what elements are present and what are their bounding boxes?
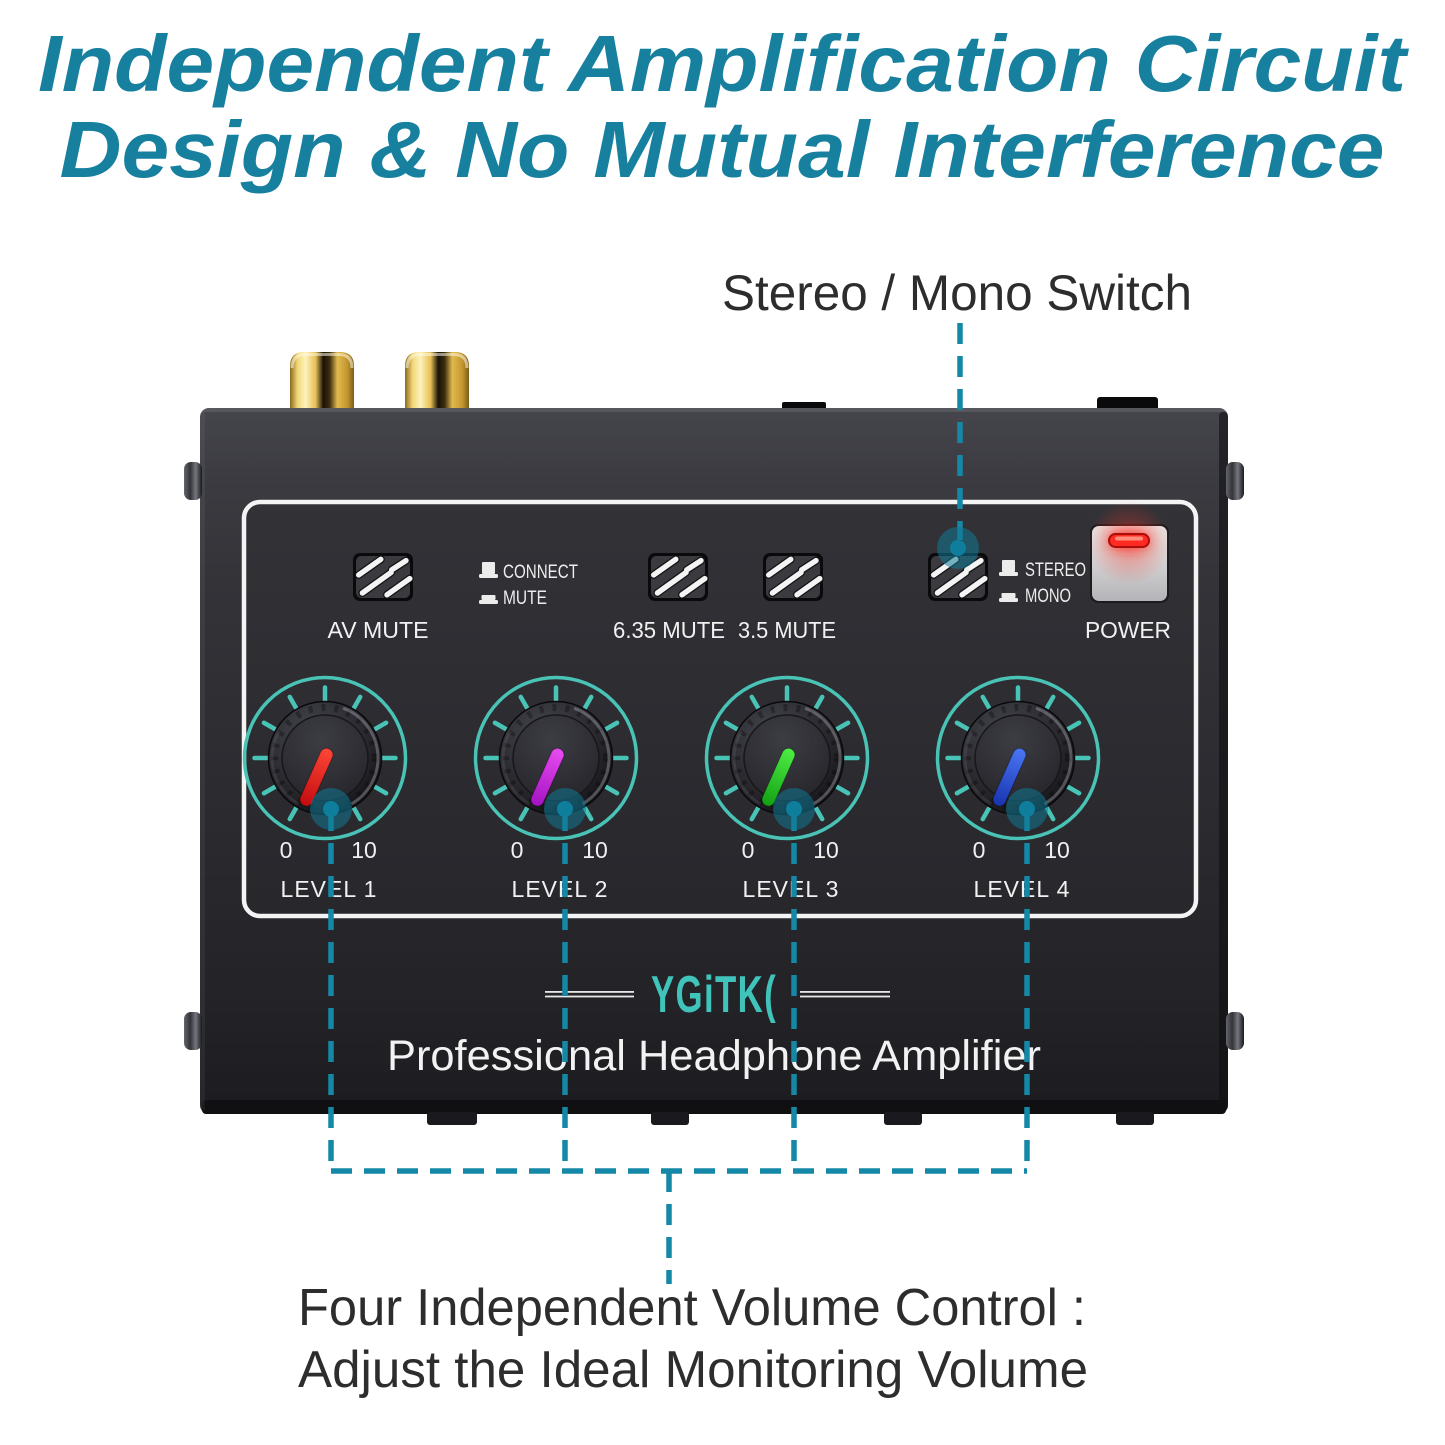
mono-icon <box>999 593 1018 602</box>
side-jack-nut <box>184 1012 202 1050</box>
headphone-amplifier: CONNECT MUTE STEREO MONO AV MUTE 6.35 MU… <box>184 352 1244 1125</box>
level-4-pointer <box>992 747 1027 807</box>
brand-text: YGiTK( <box>651 966 777 1024</box>
level-4-label: LEVEL 4 <box>974 876 1071 902</box>
brand-logo: YGiTK( <box>545 966 890 1024</box>
mute-35-label: 3.5 MUTE <box>738 617 836 643</box>
volume-callout-line-2: Adjust the Ideal Monitoring Volume <box>298 1341 1088 1399</box>
av-mute-switch[interactable] <box>353 553 413 601</box>
stereo-label: STEREO <box>1025 560 1086 581</box>
level-2-label: LEVEL 2 <box>512 876 609 902</box>
power-button[interactable] <box>1087 501 1171 603</box>
stereo-callout-dot <box>937 527 979 569</box>
foot <box>427 1112 477 1125</box>
volume-callout-label: Four Independent Volume Control : Adjust… <box>298 1279 1088 1399</box>
side-jack-nut <box>1226 1012 1244 1050</box>
level-4-knob[interactable]: 0 10 LEVEL 4 <box>938 678 1099 903</box>
foot <box>651 1112 689 1125</box>
chassis-bottom-edge <box>202 1100 1226 1114</box>
level-3-max: 10 <box>813 837 839 863</box>
level-3-min: 0 <box>742 837 755 863</box>
side-jack-nut <box>184 462 202 500</box>
level-2-callout-dot <box>544 788 586 830</box>
chassis-top-highlight <box>200 408 1228 412</box>
level-2-knob[interactable]: 0 10 LEVEL 2 <box>476 678 637 903</box>
page-title: Independent Amplification Circuit Design… <box>38 19 1410 194</box>
level-4-min: 0 <box>973 837 986 863</box>
level-3-pointer <box>761 747 796 807</box>
mute-635-switch[interactable] <box>648 553 708 601</box>
level-4-max: 10 <box>1044 837 1070 863</box>
level-1-callout-dot <box>310 788 352 830</box>
title-line-2: Design & No Mutual Interference <box>60 105 1385 194</box>
volume-callout-line-1: Four Independent Volume Control : <box>298 1279 1086 1337</box>
power-label: POWER <box>1085 617 1171 643</box>
rca-connector-right <box>405 352 469 410</box>
level-1-min: 0 <box>280 837 293 863</box>
level-1-max: 10 <box>351 837 377 863</box>
stereo-mono-callout-label: Stereo / Mono Switch <box>722 265 1192 321</box>
level-2-min: 0 <box>511 837 524 863</box>
level-2-max: 10 <box>582 837 608 863</box>
foot <box>884 1112 922 1125</box>
mute-635-label: 6.35 MUTE <box>613 617 725 643</box>
chassis-right-face <box>1219 412 1228 1110</box>
chassis-left-highlight <box>200 412 205 1110</box>
level-3-callout-dot <box>773 788 815 830</box>
mono-label: MONO <box>1025 586 1071 607</box>
mute-35-switch[interactable] <box>763 553 823 601</box>
tagline-text: Professional Headphone Amplifier <box>387 1032 1041 1080</box>
rca-connector-left <box>290 352 354 410</box>
annotation-overlay <box>310 323 1048 1284</box>
foot <box>1116 1112 1154 1125</box>
av-mute-label: AV MUTE <box>328 617 429 643</box>
mute-icon <box>479 595 498 604</box>
mute-label: MUTE <box>503 588 547 609</box>
level-2-pointer <box>530 747 565 807</box>
level-4-callout-dot <box>1006 788 1048 830</box>
side-jack-nut <box>1226 462 1244 500</box>
title-line-1: Independent Amplification Circuit <box>38 19 1410 108</box>
level-1-pointer <box>299 747 334 807</box>
level-3-knob[interactable]: 0 10 LEVEL 3 <box>707 678 868 903</box>
connect-label: CONNECT <box>503 562 578 583</box>
level-3-label: LEVEL 3 <box>743 876 840 902</box>
